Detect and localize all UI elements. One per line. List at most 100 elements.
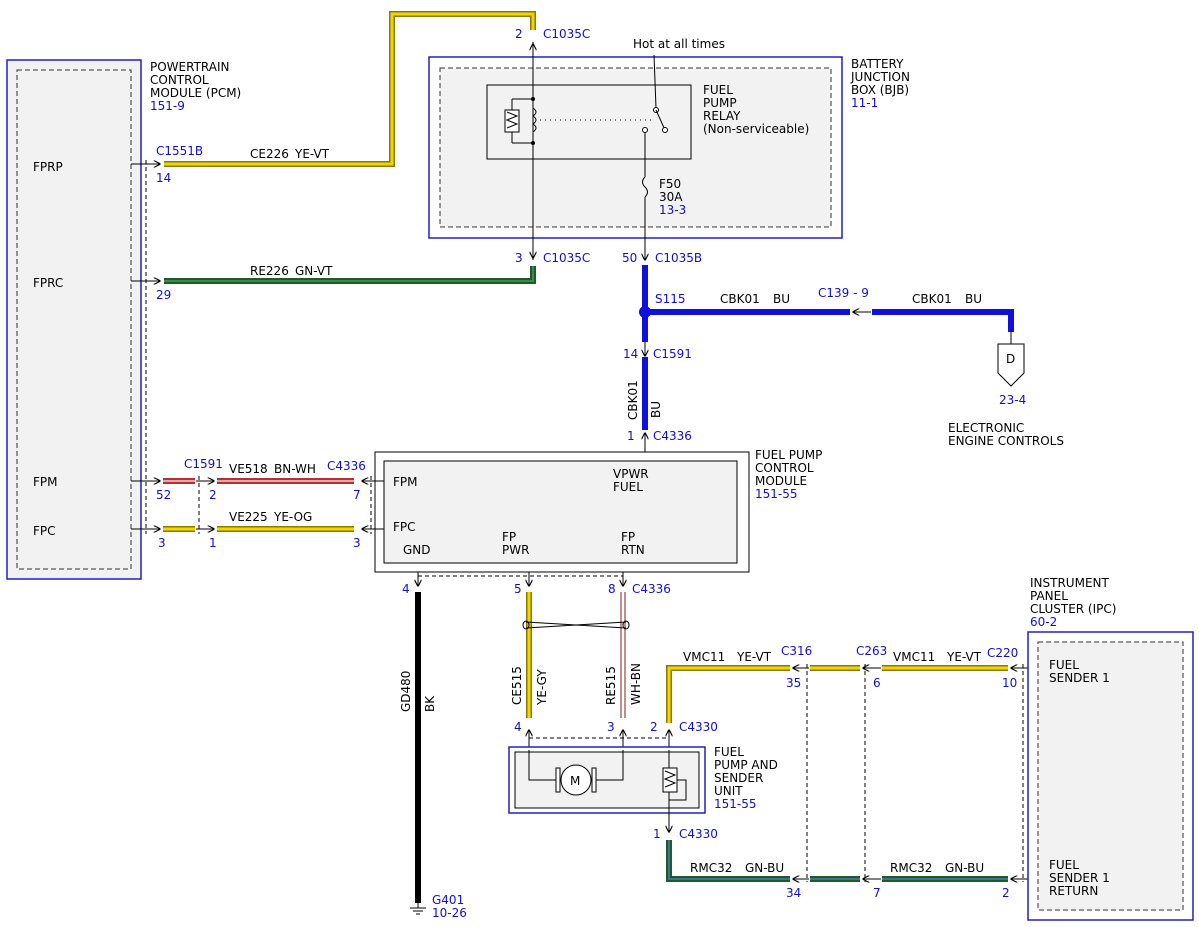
c1591-top-pin: 14 xyxy=(623,347,638,361)
pcm-module[interactable]: POWERTRAIN CONTROL MODULE (PCM) 151-9 FP… xyxy=(6,59,241,580)
wire-re515[interactable]: RE515 WH-BN xyxy=(604,592,643,718)
fpcm-fprtn-2: RTN xyxy=(621,543,645,557)
eec-connector[interactable]: D 23-4 ELECTRONIC ENGINE CONTROLS xyxy=(948,332,1064,448)
ce226-circuit: CE226 xyxy=(250,147,289,161)
wire-cbk01[interactable]: S115 CBK01 BU CBK01 BU CBK01 BU xyxy=(626,265,1014,430)
g401-name[interactable]: G401 xyxy=(432,893,464,907)
rmc32-a-color: GN-BU xyxy=(745,861,784,875)
ipc-module[interactable]: INSTRUMENT PANEL CLUSTER (IPC) 60-2 FUEL… xyxy=(1027,576,1194,921)
c4336-bot-name[interactable]: C4336 xyxy=(632,582,671,596)
pump-name-4: UNIT xyxy=(714,784,743,798)
c1035c-top-name[interactable]: C1035C xyxy=(543,27,590,41)
c1551b-name[interactable]: C1551B xyxy=(156,144,203,158)
fuse-name: F50 xyxy=(659,177,681,191)
fpcm-fprtn-1: FP xyxy=(621,530,635,544)
fpcm-module[interactable]: FUEL PUMP CONTROL MODULE 151-55 FPM FPC … xyxy=(362,448,822,573)
ve225-circuit: VE225 xyxy=(229,510,268,524)
pump-name-2: PUMP AND xyxy=(714,758,778,772)
c1591-pcm-pin-fpm: 52 xyxy=(156,488,171,502)
fuel-pump-module[interactable]: FUEL PUMP AND SENDER UNIT 151-55 M xyxy=(508,745,778,814)
ipc-sender-2: SENDER 1 xyxy=(1049,671,1110,685)
c4336-top-name[interactable]: C4336 xyxy=(653,429,692,443)
relay-switch-icon xyxy=(642,107,668,133)
c1591-pcm-pin-fpc: 3 xyxy=(158,536,166,550)
c4330-top-pin-re: 3 xyxy=(607,720,615,734)
pcm-ref[interactable]: 151-9 xyxy=(150,99,185,113)
fpcm-vpwr-2: FUEL xyxy=(613,480,643,494)
c220-name[interactable]: C220 xyxy=(987,646,1018,660)
relay-coil-icon xyxy=(504,97,537,145)
ipc-return-2: SENDER 1 xyxy=(1049,871,1110,885)
c4330-bot-name[interactable]: C4330 xyxy=(679,827,718,841)
rmc32-b-circuit: RMC32 xyxy=(890,861,932,875)
fpcm-pin-fpm: FPM xyxy=(393,475,418,489)
relay-text-2: PUMP xyxy=(703,96,737,110)
wire-ce226[interactable]: CE226 YE-VT xyxy=(164,11,536,167)
c1035c-bot-name[interactable]: C1035C xyxy=(543,251,590,265)
c139-label[interactable]: C139 - 9 xyxy=(818,286,869,300)
fpcm-name-1: FUEL PUMP xyxy=(755,448,822,462)
pump-ref[interactable]: 151-55 xyxy=(714,797,757,811)
bjb-name-1: BATTERY xyxy=(851,57,904,71)
cbk01-h2-color: BU xyxy=(965,292,982,306)
re515-color: WH-BN xyxy=(629,663,643,705)
fpcm-ref[interactable]: 151-55 xyxy=(755,487,798,501)
c4330-top-name[interactable]: C4330 xyxy=(679,720,718,734)
ce515-color: YE-GY xyxy=(535,669,549,706)
c316-name[interactable]: C316 xyxy=(781,644,812,658)
c1591-left-name[interactable]: C1591 xyxy=(184,457,223,471)
fpcm-name-2: CONTROL xyxy=(755,461,814,475)
re515-circuit: RE515 xyxy=(604,666,618,705)
sender-rheostat-icon xyxy=(662,750,687,812)
c263-name[interactable]: C263 xyxy=(856,644,887,658)
splice-s115[interactable] xyxy=(639,306,651,318)
ipc-sender-1: FUEL xyxy=(1049,658,1079,672)
cbk01-v-color: BU xyxy=(649,401,663,418)
relay-text-4: (Non-serviceable) xyxy=(703,122,809,136)
wire-rmc32[interactable]: RMC32 GN-BU RMC32 GN-BU xyxy=(666,840,1008,882)
c1035c-bot-pin: 3 xyxy=(515,251,523,265)
pcm-name-2: CONTROL xyxy=(150,73,209,87)
gd480-circuit: GD480 xyxy=(399,671,413,712)
pcm-name-1: POWERTRAIN xyxy=(150,60,230,74)
c4336-left-pin-fpm: 7 xyxy=(353,488,361,502)
c220-pin-rmc: 2 xyxy=(1002,886,1010,900)
twisted-pair-icon xyxy=(525,621,627,629)
bjb-name-3: BOX (BJB) xyxy=(851,83,909,97)
fpcm-vpwr-1: VPWR xyxy=(613,467,649,481)
wire-re226[interactable]: RE226 GN-VT xyxy=(164,264,536,284)
eec-ref[interactable]: 23-4 xyxy=(999,393,1026,407)
vmc11-a-circuit: VMC11 xyxy=(683,650,725,664)
ipc-ref[interactable]: 60-2 xyxy=(1030,615,1057,629)
pcm-name-3: MODULE (PCM) xyxy=(150,86,241,100)
c1591-pin-fpc: 1 xyxy=(209,536,217,550)
c4336-left-name[interactable]: C4336 xyxy=(327,459,366,473)
bjb-ref[interactable]: 11-1 xyxy=(851,96,878,110)
wire-ce515[interactable]: CE515 YE-GY xyxy=(510,592,549,718)
wire-vmc11[interactable]: VMC11 YE-VT VMC11 YE-VT xyxy=(666,650,1008,723)
c4336-bot-pin-rtn: 8 xyxy=(608,582,616,596)
pcm-pin-fprp: FPRP xyxy=(33,160,63,174)
motor-label: M xyxy=(570,774,580,788)
eec-name-2: ENGINE CONTROLS xyxy=(948,434,1064,448)
c1035b-name[interactable]: C1035B xyxy=(655,251,702,265)
ipc-name-3: CLUSTER (IPC) xyxy=(1030,602,1116,616)
ipc-name-2: PANEL xyxy=(1030,589,1068,603)
pump-name-1: FUEL xyxy=(714,745,744,759)
bjb-module[interactable]: BATTERY JUNCTION BOX (BJB) 11-1 Hot at a… xyxy=(428,37,910,260)
eec-letter: D xyxy=(1006,352,1015,366)
c4336-bot-pin-gnd: 4 xyxy=(402,582,410,596)
ground-g401-icon[interactable] xyxy=(410,903,426,915)
c1591-top-name[interactable]: C1591 xyxy=(653,347,692,361)
vmc11-a-color: YE-VT xyxy=(736,650,772,664)
c4330-top-pin-ce: 4 xyxy=(514,720,522,734)
fuse-ref[interactable]: 13-3 xyxy=(659,203,686,217)
g401-ref[interactable]: 10-26 xyxy=(432,906,467,920)
wire-gd480[interactable]: GD480 BK xyxy=(399,592,437,903)
hot-label: Hot at all times xyxy=(633,37,725,51)
wire-ve225[interactable]: VE225 YE-OG xyxy=(163,510,354,532)
c4336-bot-pin-pwr: 5 xyxy=(514,582,522,596)
wire-ve518[interactable]: VE518 BN-WH xyxy=(163,462,354,484)
c4336-left-pin-fpc: 3 xyxy=(353,536,361,550)
pump-name-3: SENDER xyxy=(714,771,763,785)
